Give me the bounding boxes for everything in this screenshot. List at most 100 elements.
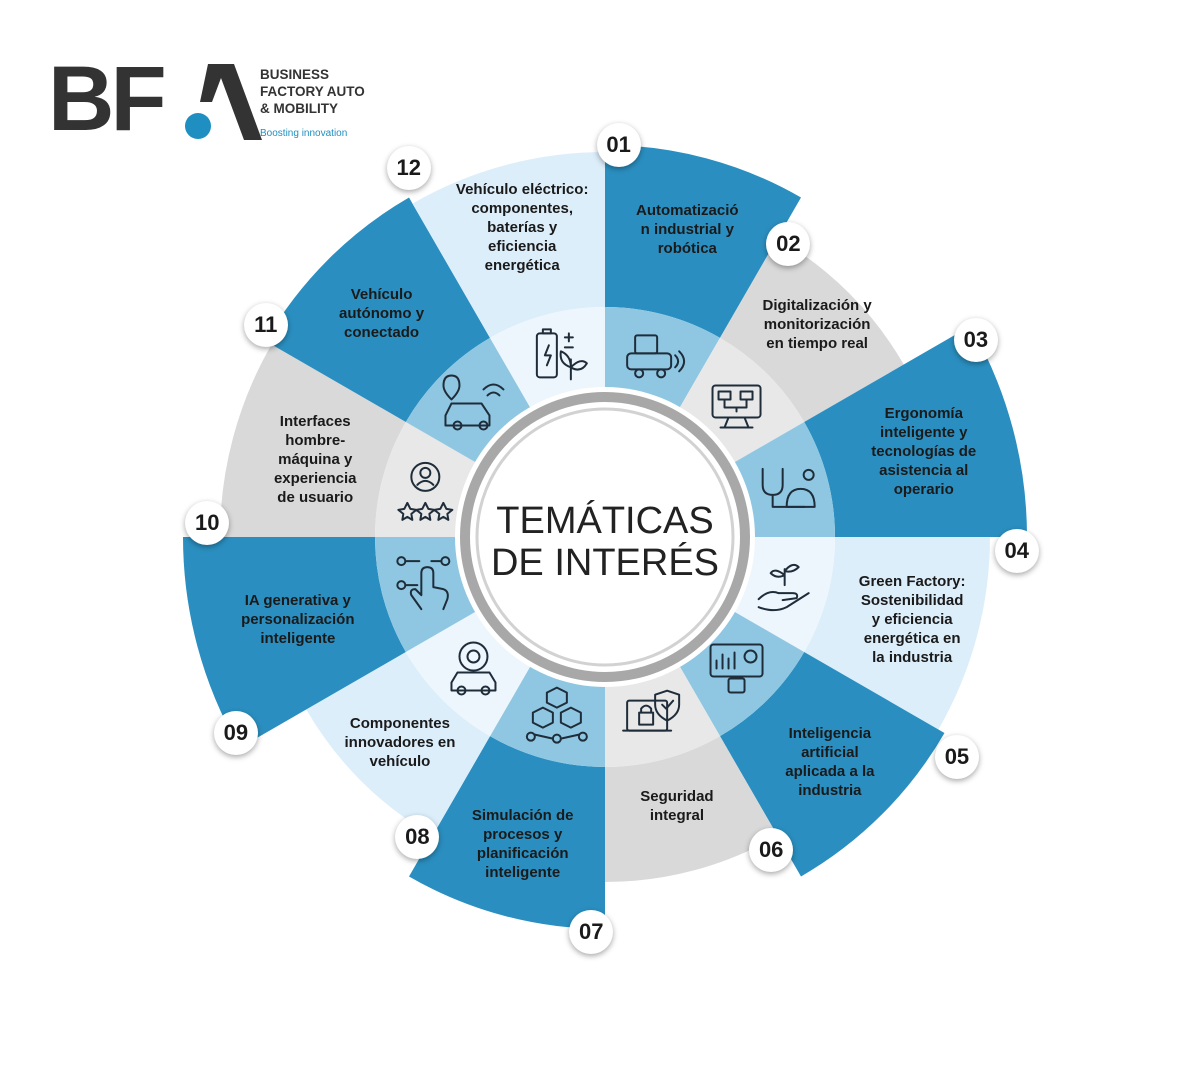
topic-label-line: Inteligencia bbox=[788, 724, 872, 742]
topic-label-line: vehículo bbox=[369, 752, 431, 770]
topic-label-line: en tiempo real bbox=[766, 335, 868, 353]
logo-line-2: FACTORY AUTO bbox=[260, 84, 365, 99]
topic-label-line: Automatizació bbox=[636, 202, 739, 220]
ai-dashboard-icon bbox=[709, 643, 764, 694]
topic-label-line: hombre- bbox=[285, 431, 346, 449]
topic-label-line: monitorización bbox=[763, 316, 871, 334]
stethoscope-helmet-icon bbox=[761, 467, 816, 508]
sector-03 bbox=[804, 326, 1027, 537]
logo-line-3: & MOBILITY bbox=[260, 101, 338, 116]
topic-number-09: 09 bbox=[213, 711, 258, 756]
topic-label-line: integral bbox=[649, 806, 705, 824]
sector-10 bbox=[220, 344, 406, 537]
sector-12 bbox=[412, 152, 605, 338]
topic-label-line: asistencia al bbox=[879, 462, 969, 480]
center-title: TEMÁTICAS DE INTERÉS bbox=[470, 500, 740, 584]
sector-11 bbox=[265, 197, 490, 422]
topic-number-07: 07 bbox=[569, 909, 614, 954]
connected-car-icon bbox=[442, 374, 505, 431]
topic-label-line: la industria bbox=[872, 648, 953, 666]
topic-label-line: componentes, bbox=[471, 200, 574, 218]
logo-letters: BF bbox=[48, 48, 167, 150]
logo-line-1: BUSINESS bbox=[260, 67, 330, 82]
topic-label-line: IA generativa y bbox=[244, 591, 351, 609]
center-title-line-1: TEMÁTICAS bbox=[496, 500, 714, 542]
topic-number-03: 03 bbox=[953, 317, 998, 362]
logo-tagline: Boosting innovation bbox=[260, 128, 348, 139]
topic-label-line: operario bbox=[893, 481, 954, 499]
topic-label-line: conectado bbox=[344, 324, 420, 342]
topic-number-10: 10 bbox=[185, 501, 230, 546]
topic-label-line: baterías y bbox=[487, 219, 558, 237]
topic-label-line: Seguridad bbox=[640, 787, 714, 805]
topic-number-12: 12 bbox=[386, 145, 431, 190]
center-title-line-2: DE INTERÉS bbox=[490, 542, 720, 584]
battery-leaf-icon bbox=[535, 328, 588, 381]
topic-number-04: 04 bbox=[994, 529, 1039, 574]
topic-label-line: robótica bbox=[657, 240, 717, 258]
topic-number-06: 06 bbox=[749, 827, 794, 872]
sector-09 bbox=[183, 537, 406, 748]
topic-label-line: Sostenibilidad bbox=[860, 591, 964, 609]
cubes-network-icon bbox=[525, 686, 588, 744]
logo-a-icon bbox=[185, 64, 262, 140]
topic-label-line: eficiencia bbox=[487, 238, 557, 256]
car-gear-icon bbox=[450, 641, 497, 696]
sector-06 bbox=[605, 736, 778, 882]
topic-label-line: tecnologías de bbox=[871, 443, 977, 461]
sector-01 bbox=[605, 145, 801, 338]
laptop-shield-icon bbox=[622, 689, 681, 732]
topic-label-line: procesos y bbox=[483, 826, 563, 844]
monitor-flowchart-icon bbox=[711, 384, 762, 429]
bfa-logo: BF BUSINESS FACTORY AUTO & MOBILITY Boos… bbox=[48, 53, 368, 152]
topic-number-08: 08 bbox=[395, 815, 440, 860]
topic-label-line: autónomo y bbox=[339, 305, 425, 323]
sector-04 bbox=[804, 537, 990, 730]
touch-network-icon bbox=[396, 556, 451, 611]
topic-label-line: Componentes bbox=[349, 714, 450, 732]
logo-name: BUSINESS FACTORY AUTO & MOBILITY bbox=[260, 66, 365, 117]
topic-label-line: Simulación de bbox=[471, 807, 574, 825]
topic-label-line: inteligente y bbox=[879, 424, 968, 442]
robot-vehicle-icon bbox=[626, 334, 686, 379]
topic-label-line: inteligente bbox=[485, 864, 561, 882]
topic-label-line: Vehículo eléctrico: bbox=[455, 181, 589, 199]
topic-label-line: aplicada a la bbox=[785, 762, 875, 780]
topic-label-line: Green Factory: bbox=[858, 572, 966, 590]
topic-label-line: artificial bbox=[801, 743, 859, 761]
topic-label-line: n industrial y bbox=[640, 221, 734, 239]
topic-label-line: innovadores en bbox=[344, 733, 456, 751]
topic-number-01: 01 bbox=[596, 123, 641, 168]
sector-05 bbox=[720, 652, 945, 877]
topic-label-line: energética en bbox=[863, 629, 961, 647]
sector-02 bbox=[720, 238, 904, 422]
topic-number-11: 11 bbox=[243, 303, 288, 348]
topic-number-02: 02 bbox=[766, 221, 811, 266]
topic-label-line: de usuario bbox=[277, 488, 354, 506]
topic-label-line: experiencia bbox=[273, 469, 357, 487]
center-inner-ring bbox=[475, 407, 735, 667]
topic-label-line: inteligente bbox=[260, 629, 336, 647]
topic-label-line: planificación bbox=[476, 845, 569, 863]
topic-label-line: personalización bbox=[241, 610, 355, 628]
hand-plant-icon bbox=[757, 563, 810, 612]
topic-label-line: Interfaces bbox=[279, 412, 351, 430]
topic-label-line: Digitalización y bbox=[762, 297, 872, 315]
topic-label-line: y eficiencia bbox=[871, 610, 953, 628]
topic-label-line: Ergonomía bbox=[884, 405, 963, 423]
sector-08 bbox=[306, 652, 490, 836]
topic-label-line: industria bbox=[798, 781, 862, 799]
